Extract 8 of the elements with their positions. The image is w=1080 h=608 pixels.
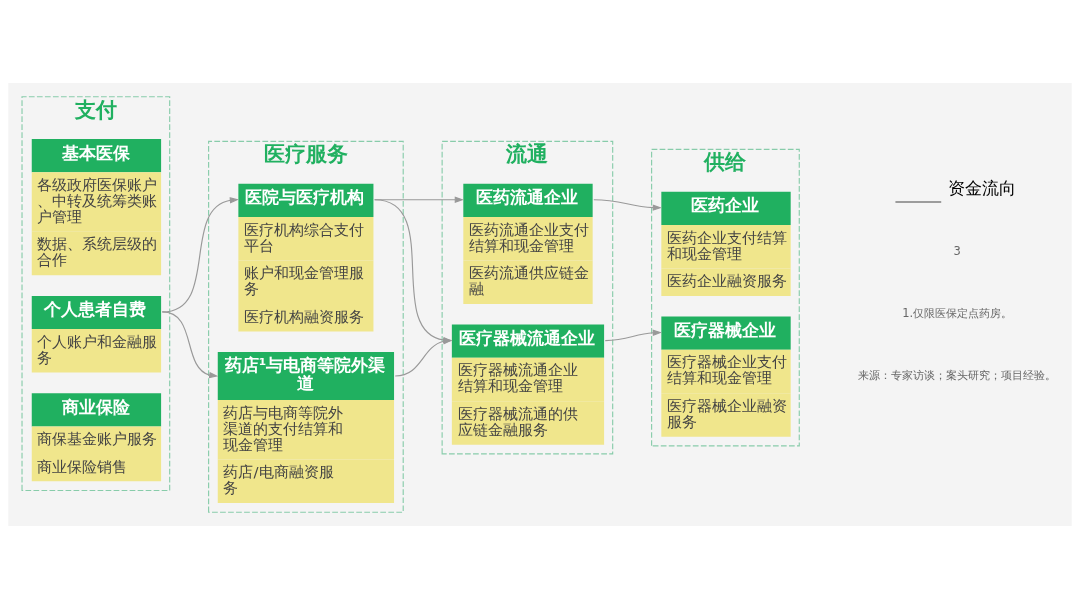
arrow	[161, 310, 219, 378]
label: 来源：专家访谈；案头研究；项目经验。	[858, 367, 1057, 382]
label: 3	[953, 243, 961, 258]
arrow	[604, 329, 662, 341]
arrow	[161, 196, 239, 312]
arrow	[593, 198, 662, 211]
label: 1.仅限医保定点药房。	[902, 305, 1013, 320]
legend-label: 资金流向	[948, 177, 1017, 198]
